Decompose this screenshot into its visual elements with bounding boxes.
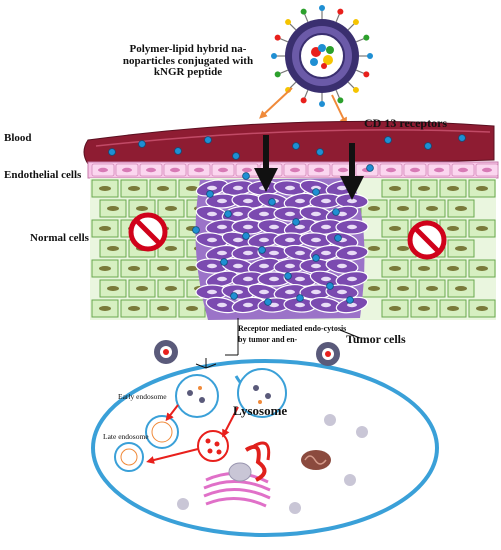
nanoparticle-dot: [366, 164, 374, 172]
peptide-ligand: [337, 8, 344, 15]
peptide-ligand: [319, 5, 325, 11]
nanoparticle-dot: [242, 172, 250, 180]
nanoparticle-dot: [332, 208, 340, 216]
late-endosome: [114, 442, 144, 472]
early-endosome: [237, 368, 287, 418]
nanoparticle-dot: [424, 142, 432, 150]
nanoparticle-dot: [192, 226, 200, 234]
lysosome-label: Lysosome: [233, 403, 288, 418]
peptide-ligand: [363, 34, 370, 41]
endothelial-layer: [87, 161, 499, 179]
prohibit-icon: [407, 220, 447, 260]
nanoparticle-dot: [224, 210, 232, 218]
endothelial-label: Endothelial cells: [4, 169, 82, 181]
nanoparticle-dot: [230, 292, 238, 300]
peptide-ligand: [352, 86, 359, 93]
nanoparticle-icon: [316, 342, 340, 366]
extravasation-arrows: [254, 135, 364, 200]
peptide-ligand: [337, 97, 344, 104]
peptide-ligand: [285, 19, 292, 26]
nucleus-icon: [228, 462, 252, 482]
nanoparticle-dot: [108, 148, 116, 156]
nanoparticle-dot: [220, 258, 228, 266]
normal-cells-label: Normal cells: [30, 232, 89, 244]
nanoparticle-dot: [458, 134, 466, 142]
delivery-arrow-right: [331, 94, 347, 126]
nanoparticle-icon: [154, 340, 178, 364]
vesicle-dots: [177, 414, 368, 514]
nanoparticle-title: Polymer-lipid hybrid na-noparticles conj…: [122, 43, 254, 79]
peptide-ligand: [363, 71, 370, 78]
nanoparticle-dot: [232, 152, 240, 160]
tumor-mass: [195, 178, 369, 320]
late-endosome-label: Late endosome: [103, 432, 149, 441]
nanoparticle-dot: [174, 147, 182, 155]
peptide-ligand: [274, 34, 281, 41]
nanoparticle-dot: [312, 188, 320, 196]
er-icon: [244, 441, 271, 482]
mitochondria-icon: [301, 450, 331, 470]
endocytosis-label: Receptor mediated endo-cytosis by tumor …: [238, 324, 347, 344]
tumor-cells-label: Tumor cells: [346, 332, 406, 346]
nanoparticle-dot: [312, 254, 320, 262]
blood-label: Blood: [4, 132, 32, 144]
nanoparticle-dot: [284, 272, 292, 280]
trafficking-arrows: [146, 404, 239, 464]
nanoparticle-dot: [292, 218, 300, 226]
nanoparticle-dot: [326, 282, 334, 290]
early-endosome-label: Early endosome: [118, 392, 167, 401]
nanoparticle-dot: [242, 232, 250, 240]
nanoparticle-dot: [316, 148, 324, 156]
nanoparticle-dot: [346, 296, 354, 304]
nanoparticle-dot: [258, 246, 266, 254]
peptide-ligand: [367, 53, 373, 59]
late-endosome: [145, 415, 179, 449]
nanoparticle-dots: [108, 134, 466, 306]
nanoparticle-dot: [384, 136, 392, 144]
nanoparticle-dot: [334, 234, 342, 242]
prohibit-icon: [128, 212, 168, 252]
nanoparticle-dot: [296, 294, 304, 302]
peptide-ligand: [300, 97, 307, 104]
nanoparticle-dot: [268, 198, 276, 206]
nanoparticle-dot: [206, 190, 214, 198]
nanoparticle-dot: [138, 140, 146, 148]
cd13-receptor-label: CD 13 receptors: [364, 116, 448, 130]
peptide-ligand: [271, 53, 277, 59]
peptide-ligand: [352, 19, 359, 26]
early-endosome: [175, 374, 219, 418]
hybrid-nanoparticle: [271, 5, 373, 107]
lysosome: [197, 430, 229, 462]
peptide-ligand: [300, 8, 307, 15]
nanoparticle-dot: [264, 298, 272, 306]
nanoparticle-dot: [204, 136, 212, 144]
delivery-arrow-left: [259, 87, 293, 119]
nanoparticle-dot: [292, 142, 300, 150]
peptide-ligand: [319, 101, 325, 107]
peptide-ligand: [274, 71, 281, 78]
